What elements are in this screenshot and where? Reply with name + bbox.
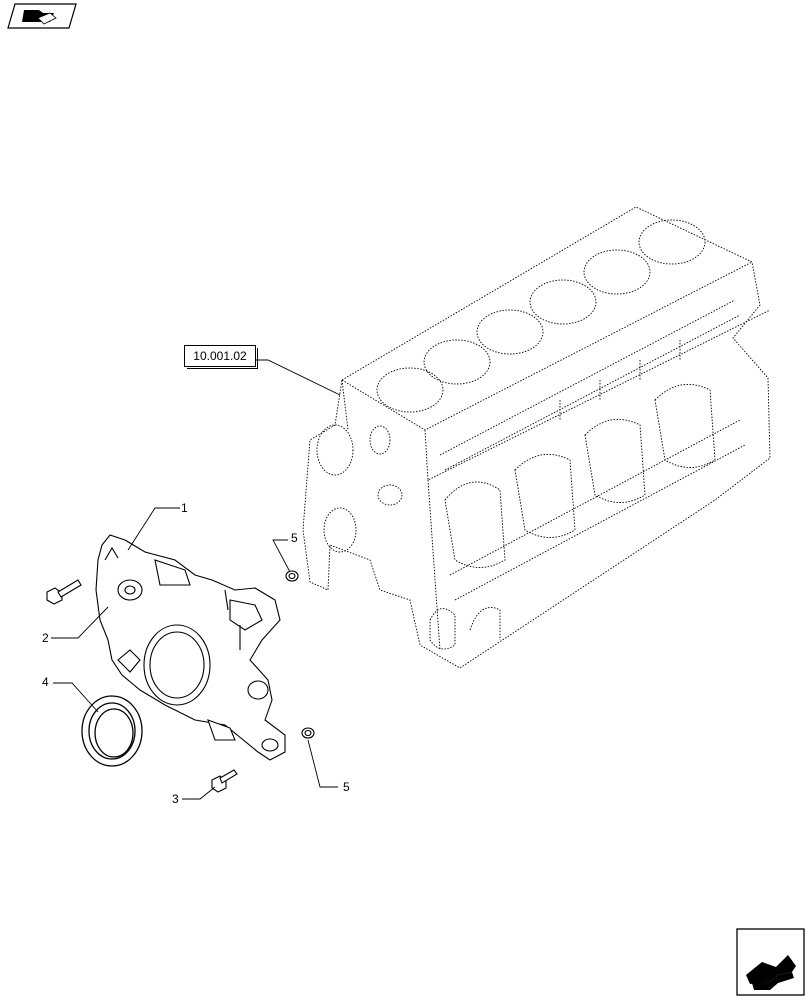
- front-cover: [95, 534, 286, 761]
- bolt-part-2: [46, 579, 82, 605]
- callout-1: 1: [181, 501, 188, 515]
- callout-3: 3: [172, 792, 179, 806]
- seal-part-4: [81, 695, 143, 767]
- engine-block-drawing: [302, 206, 771, 669]
- reference-link-engine-block[interactable]: 10.001.02: [184, 345, 258, 369]
- callout-2: 2: [42, 631, 49, 645]
- book-arrow-icon[interactable]: [7, 3, 77, 29]
- callout-5-lower: 5: [343, 780, 350, 794]
- leader-lines: [51, 359, 341, 800]
- nut-part-5-lower: [301, 727, 315, 739]
- callout-5-upper: 5: [291, 531, 298, 545]
- callout-4: 4: [42, 675, 49, 689]
- next-page-arrow-icon[interactable]: [736, 928, 805, 996]
- nut-part-5-upper: [285, 570, 299, 582]
- bolt-part-3: [211, 769, 238, 793]
